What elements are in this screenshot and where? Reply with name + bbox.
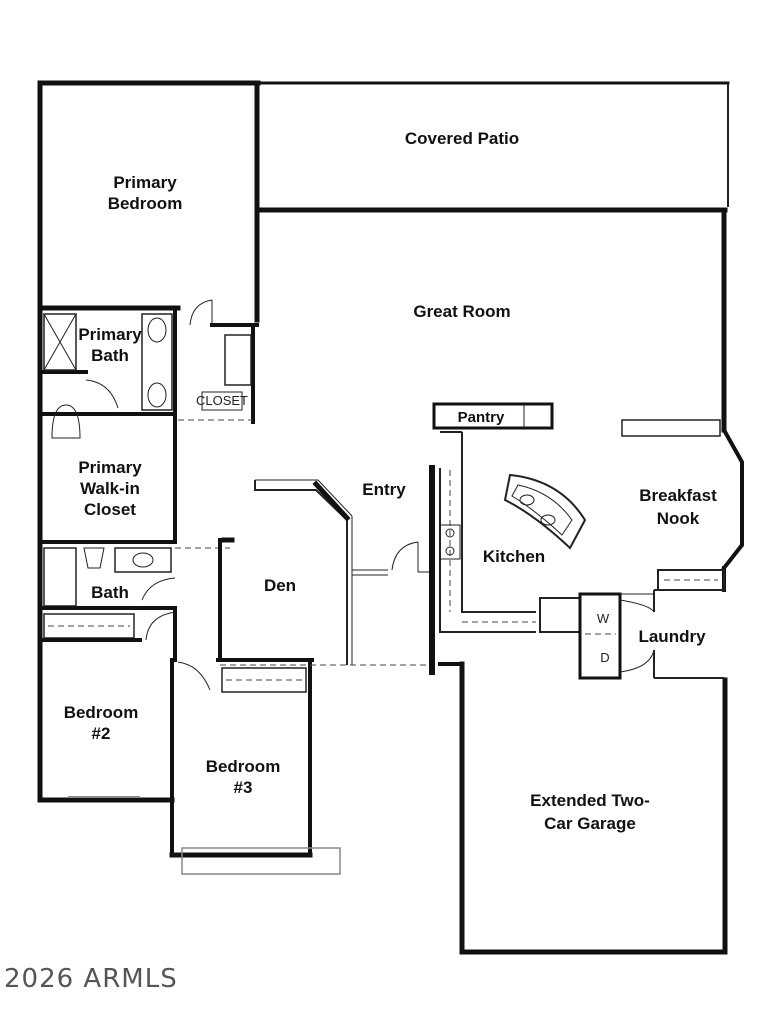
label-pantry: Pantry	[458, 409, 505, 426]
label-bath: Bath	[91, 583, 129, 602]
copyright-watermark: 2026 ARMLS	[4, 964, 178, 994]
svg-text:CLOSET: CLOSET	[196, 393, 248, 408]
label-laundry: Laundry	[638, 627, 706, 646]
label-primary-bath-1: Primary	[78, 325, 142, 344]
room-labels: Covered Patio Primary Bedroom Great Room…	[64, 129, 717, 833]
label-entry: Entry	[362, 480, 406, 499]
label-primary-bedroom-2: Bedroom	[108, 194, 183, 213]
exterior-walls	[37, 80, 744, 803]
label-primary-bath-2: Bath	[91, 346, 129, 365]
label-breakfast-nook-2: Nook	[657, 509, 700, 528]
primary-suite-walls: CLOSET	[37, 299, 259, 544]
label-garage-1: Extended Two-	[530, 791, 650, 810]
den-walls	[218, 479, 432, 666]
label-garage-2: Car Garage	[544, 814, 636, 833]
label-primary-closet-1: Primary	[78, 458, 142, 477]
label-great-room: Great Room	[413, 302, 510, 321]
label-primary-closet-3: Closet	[84, 500, 136, 519]
label-bedroom2-2: #2	[92, 724, 111, 743]
label-breakfast-nook-1: Breakfast	[639, 486, 717, 505]
label-dryer: D	[600, 650, 609, 665]
label-kitchen: Kitchen	[483, 547, 545, 566]
label-washer: W	[597, 611, 610, 626]
label-covered-patio: Covered Patio	[405, 129, 519, 148]
label-primary-bedroom-1: Primary	[113, 173, 177, 192]
label-den: Den	[264, 576, 296, 595]
label-bedroom2-1: Bedroom	[64, 703, 139, 722]
label-bedroom3-2: #3	[234, 778, 253, 797]
label-primary-closet-2: Walk-in	[80, 479, 140, 498]
label-bedroom3-1: Bedroom	[206, 757, 281, 776]
kitchen-walls	[429, 402, 728, 955]
west-wing-walls	[37, 537, 341, 875]
